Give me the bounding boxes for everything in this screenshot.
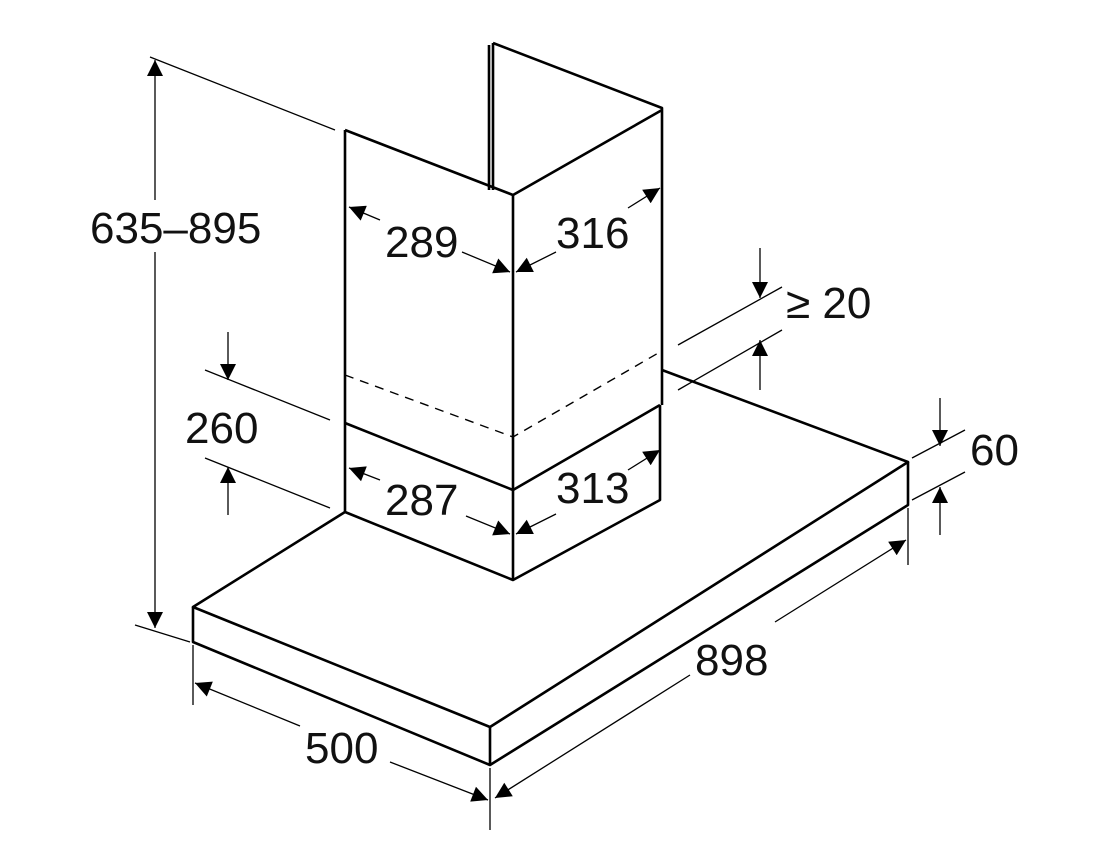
canopy-width-label: 898 <box>695 636 768 685</box>
canopy <box>191 368 910 767</box>
clearance-label: ≥ 20 <box>786 279 871 328</box>
overlap-label: 260 <box>185 404 258 453</box>
dimension-clearance: ≥ 20 <box>677 248 871 391</box>
upper-chimney <box>343 41 664 580</box>
canopy-thickness-label: 60 <box>970 426 1019 475</box>
lower-chimney-depth-label: 313 <box>556 464 629 513</box>
dimension-canopy-width: 898 <box>489 508 909 830</box>
upper-chimney-width-label: 289 <box>385 218 458 267</box>
dimension-canopy-thickness: 60 <box>911 398 1019 535</box>
dimension-lower-chimney: 287 313 <box>348 449 661 536</box>
total-height-label: 635–895 <box>90 204 261 253</box>
dimension-upper-chimney: 289 316 <box>348 187 661 274</box>
lower-chimney-width-label: 287 <box>385 476 458 525</box>
upper-chimney-depth-label: 316 <box>556 209 629 258</box>
canopy-depth-label: 500 <box>305 724 378 773</box>
lower-chimney <box>343 405 662 582</box>
dimension-total-height: 635–895 <box>85 56 336 643</box>
dimension-canopy-depth: 500 <box>192 645 489 802</box>
dimension-overlap: 260 <box>185 332 331 515</box>
